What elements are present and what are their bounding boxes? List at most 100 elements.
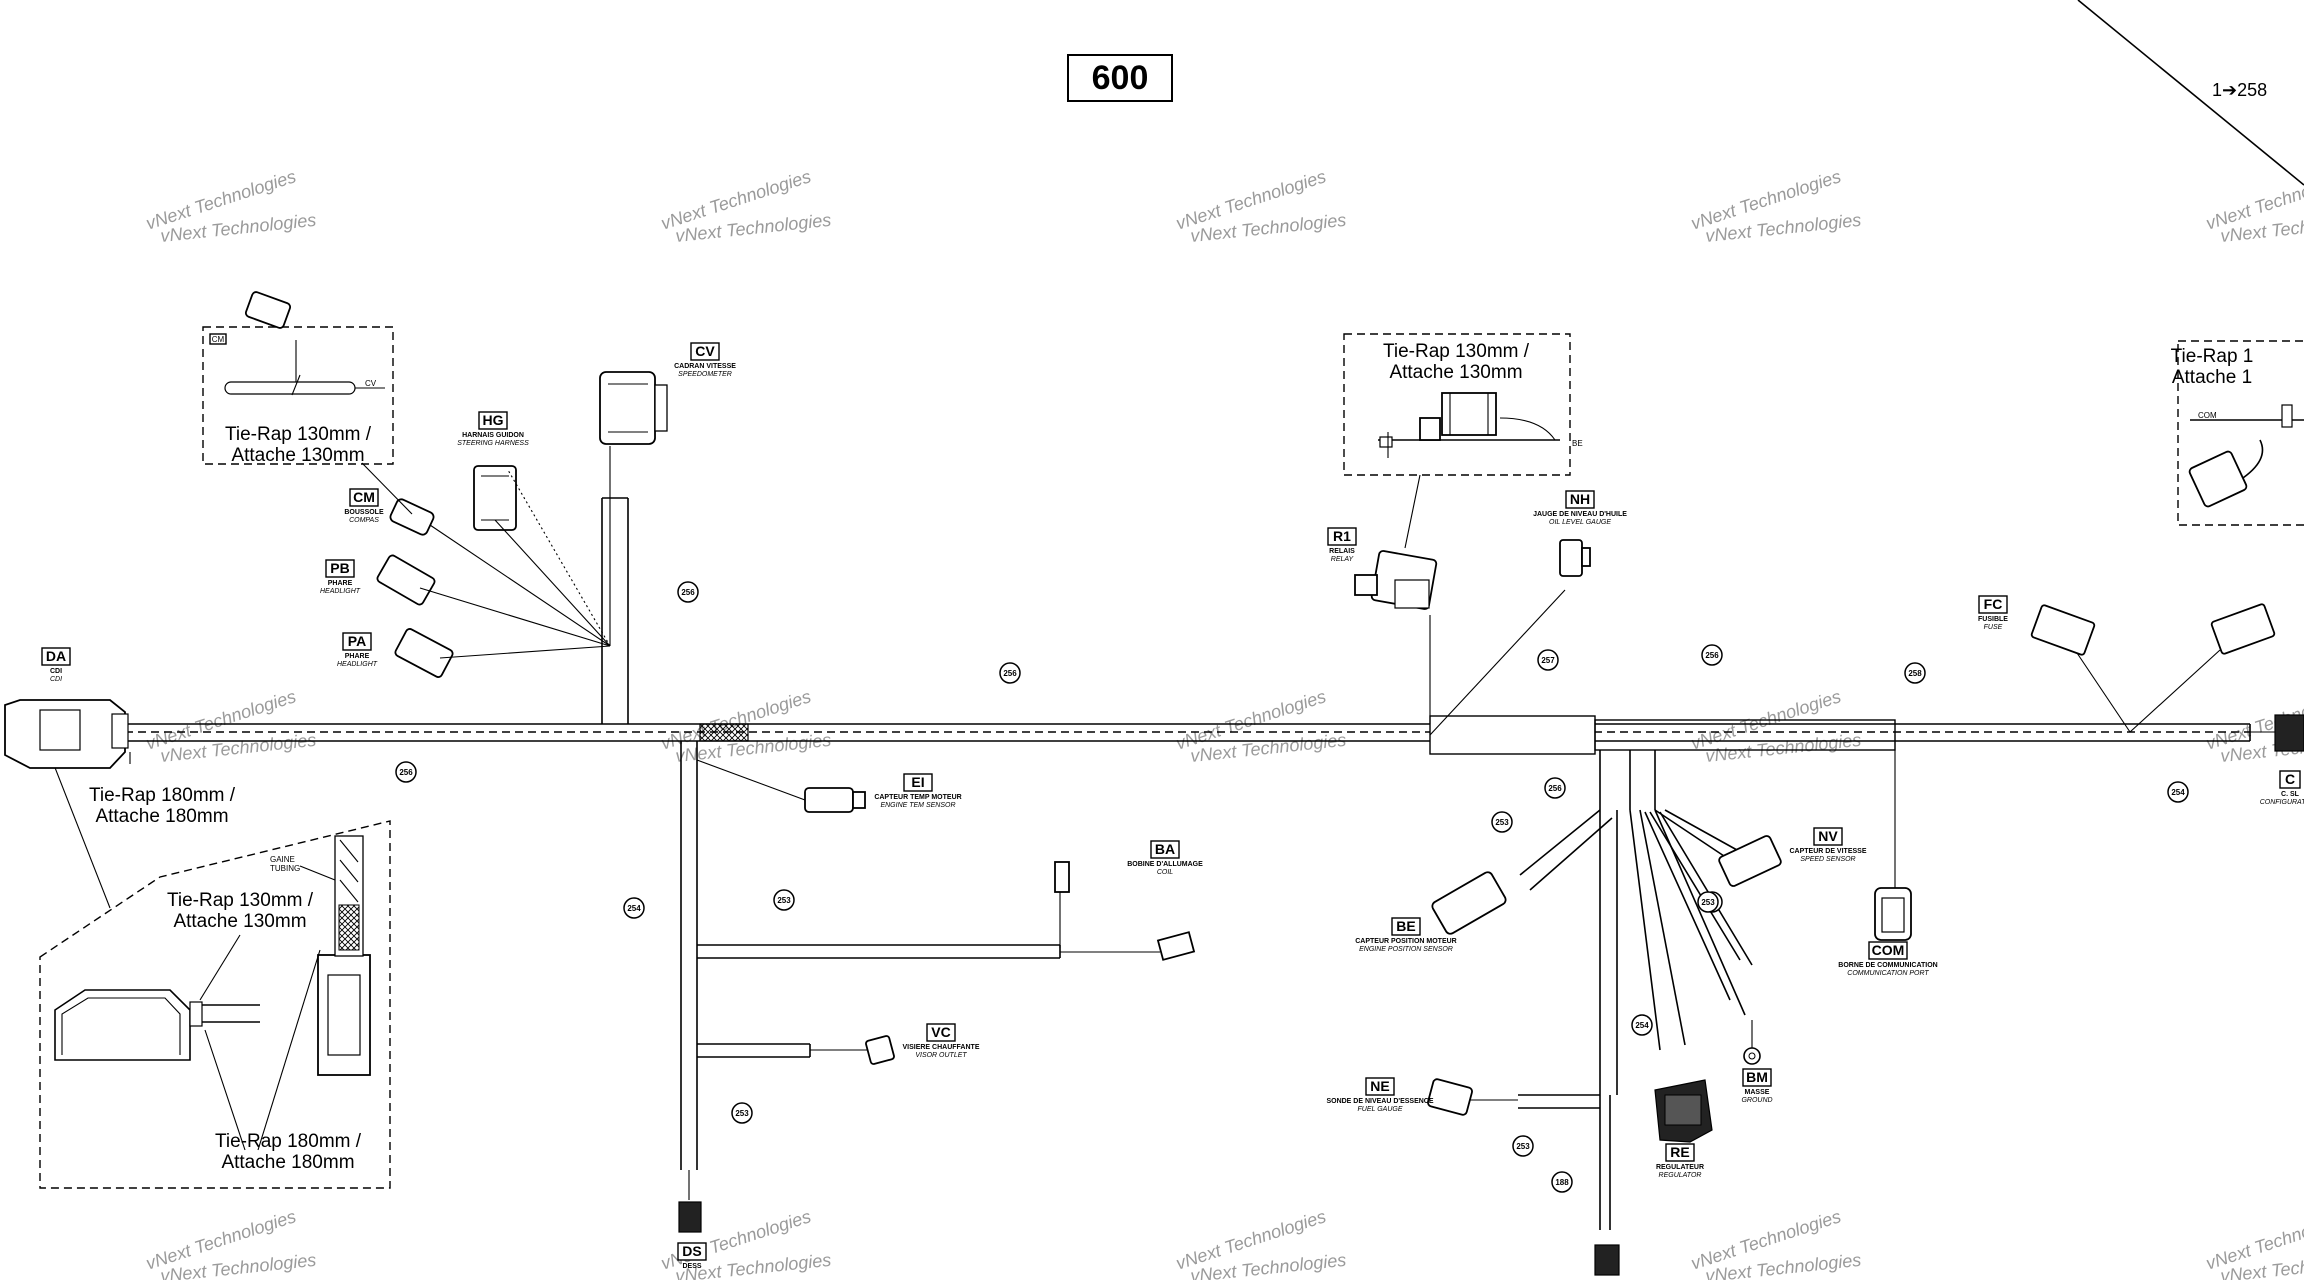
wire-number-bubble: 258 xyxy=(1904,662,1926,684)
wire-number-bubble: 257 xyxy=(1537,649,1559,671)
detail-box-da: GAINE TUBING xyxy=(39,752,391,1189)
wire-number: 253 xyxy=(1516,1142,1530,1151)
connector-bm xyxy=(1743,1047,1761,1065)
connector-name-fr: HARNAIS GUIDON xyxy=(462,432,524,439)
wire-label-layer: 2562562562572562582542532542532562532532… xyxy=(395,581,2189,1193)
wire-number: 188 xyxy=(1555,1178,1569,1187)
connector-name-en: ENGINE TEM SENSOR xyxy=(880,802,955,809)
wire-number: 256 xyxy=(1548,784,1562,793)
wire-number-bubble: 254 xyxy=(623,897,645,919)
tie-rap-line1: Tie-Rap 130mm / xyxy=(225,424,372,445)
page-number: 600 xyxy=(1092,59,1149,97)
tie-rap-callout: Tie-Rap 130mm /Attache 130mm xyxy=(167,890,314,932)
tie-rap-line1: Tie-Rap 180mm / xyxy=(89,785,236,806)
connector-code: CV xyxy=(695,343,715,359)
tie-rap-line1: Tie-Rap 130mm / xyxy=(167,890,314,911)
main-harness-trunk xyxy=(125,446,2280,1230)
connector-name-fr: FUSIBLE xyxy=(1978,616,2008,623)
connector-name-en: CONFIGURATEUR xyxy=(2260,799,2304,806)
connector-name-en: ENGINE POSITION SENSOR xyxy=(1359,946,1453,953)
connector-c xyxy=(2274,714,2304,752)
connector-code: COM xyxy=(1872,942,1905,958)
connector-name-fr: REGULATEUR xyxy=(1656,1164,1704,1171)
connector-name-en: GROUND xyxy=(1741,1097,1772,1104)
detail-label-cm: CM xyxy=(212,335,225,344)
connector-name-en: STEERING HARNESS xyxy=(457,440,529,447)
detail-label-gaine: GAINE xyxy=(270,855,295,864)
connector-code: BE xyxy=(1396,918,1415,934)
connector-code: FC xyxy=(1984,596,2003,612)
connector-com xyxy=(1874,887,1912,941)
tie-rap-line1: Tie-Rap 1 xyxy=(2171,346,2254,367)
connector-name-fr: C. SL xyxy=(2281,791,2300,798)
wire-number-bubble: 253 xyxy=(773,889,795,911)
wire-number: 253 xyxy=(1701,898,1715,907)
connector-name-fr: CADRAN VITESSE xyxy=(674,363,736,370)
connector-name-en: HEADLIGHT xyxy=(337,661,378,668)
wire-number: 258 xyxy=(1908,669,1922,678)
connector-name-en: SPEEDOMETER xyxy=(678,371,732,378)
connector-re xyxy=(1654,1079,1713,1143)
connector-code: NV xyxy=(1818,828,1838,844)
connector-ba xyxy=(1054,861,1196,961)
tie-rap-line1: Tie-Rap 130mm / xyxy=(1383,341,1530,362)
tie-rap-line2: Attache 130mm xyxy=(1389,362,1522,383)
connector-name-fr: CAPTEUR TEMP MOTEUR xyxy=(874,794,961,801)
connector-name-en: VISOR OUTLET xyxy=(915,1052,967,1059)
connector-name-en: COIL xyxy=(1157,869,1173,876)
wire-number: 256 xyxy=(399,768,413,777)
wire-number: 256 xyxy=(1705,651,1719,660)
connector-name-en: FUEL GAUGE xyxy=(1358,1106,1403,1113)
connector-code: DS xyxy=(682,1243,701,1259)
wire-number-bubble: 253 xyxy=(1697,891,1719,913)
wire-number: 253 xyxy=(1495,818,1509,827)
connector-nh xyxy=(1559,539,1591,577)
connector-name-en: OIL LEVEL GAUGE xyxy=(1549,519,1611,526)
wire-number-bubble: 254 xyxy=(2167,781,2189,803)
tie-rap-line2: Attache 130mm xyxy=(231,445,364,466)
connector-nv xyxy=(1718,835,1782,887)
connector-ei xyxy=(804,787,866,813)
page-number-box: 600 xyxy=(1067,54,1173,102)
connector-name-en: FUSE xyxy=(1984,624,2003,631)
wire-number-bubble: 256 xyxy=(395,761,417,783)
connector-code: EI xyxy=(911,774,924,790)
connector-name-fr: BOUSSOLE xyxy=(344,509,384,516)
wire-number: 254 xyxy=(627,904,641,913)
connector-name-en: RELAY xyxy=(1331,556,1355,563)
wire-number-bubble: 253 xyxy=(1491,811,1513,833)
tie-rap-callout: Tie-Rap 130mm /Attache 130mm xyxy=(225,424,372,466)
connector-name-en: REGULATOR xyxy=(1659,1172,1702,1179)
connector-code: BA xyxy=(1155,841,1175,857)
tie-rap-callout: Tie-Rap 130mm /Attache 130mm xyxy=(1383,341,1530,383)
page-reference: 1➔258 xyxy=(2212,80,2267,100)
wire-number-bubble: 254 xyxy=(1631,1014,1653,1036)
connector-name-fr: JAUGE DE NIVEAU D'HUILE xyxy=(1533,511,1627,518)
wire-number: 257 xyxy=(1541,656,1555,665)
connector-name-en: SPEED SENSOR xyxy=(1800,856,1855,863)
detail-box-cm: CM CV xyxy=(202,291,394,465)
connector-name-fr: BOBINE D'ALLUMAGE xyxy=(1127,861,1203,868)
connector-name-en: HEADLIGHT xyxy=(320,588,361,595)
connector-cm xyxy=(389,498,435,536)
connector-name-en: CDI xyxy=(50,676,62,683)
connector-pa xyxy=(394,628,454,678)
connector-name-fr: SONDE DE NIVEAU D'ESSENCE xyxy=(1326,1098,1433,1105)
tie-rap-callout: Tie-Rap 180mm /Attache 180mm xyxy=(89,785,236,827)
connector-da xyxy=(4,699,129,769)
